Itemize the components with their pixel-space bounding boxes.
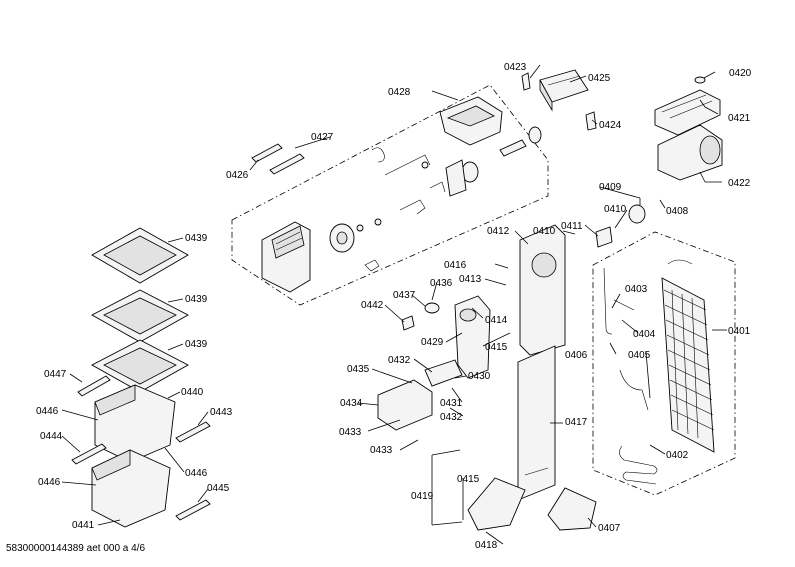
label-0446-c: 0446 [38, 477, 61, 488]
part-0407-tray [547, 487, 597, 531]
label-0411: 0411 [561, 221, 583, 232]
auger-parts [356, 126, 542, 272]
evaporator-group-outline [592, 231, 736, 496]
label-0439-a: 0439 [185, 233, 208, 244]
label-0431: 0431 [440, 398, 463, 409]
label-0443: 0443 [210, 407, 233, 418]
label-0423: 0423 [504, 62, 527, 73]
part-0427-rail [269, 153, 305, 175]
part-0423-clip [521, 72, 531, 91]
part-0437-cap [424, 302, 440, 314]
shelf-2 [91, 289, 189, 343]
label-0441: 0441 [72, 520, 95, 531]
label-0439-b: 0439 [185, 294, 208, 305]
label-0407: 0407 [598, 523, 621, 534]
label-0440: 0440 [181, 387, 204, 398]
part-labels: 0420 0421 0422 0425 0423 0424 0428 0427 … [36, 62, 752, 551]
label-0413: 0413 [459, 274, 482, 285]
label-0430: 0430 [468, 371, 491, 382]
label-0433-b: 0433 [370, 445, 393, 456]
label-0444: 0444 [40, 431, 63, 442]
part-0425-bracket [539, 69, 589, 112]
label-0432-a: 0432 [388, 355, 411, 366]
part-0426-rail [251, 143, 283, 163]
label-0442: 0442 [361, 300, 384, 311]
part-0422-icemaker-unit [657, 124, 723, 181]
label-0447: 0447 [44, 369, 67, 380]
label-0426: 0426 [226, 170, 249, 181]
part-0411-sensor [595, 226, 613, 248]
part-fan-motor [329, 223, 355, 253]
label-0435: 0435 [347, 364, 370, 375]
drawer-rails [71, 375, 211, 521]
label-0425: 0425 [588, 73, 611, 84]
label-0415-a: 0415 [485, 342, 508, 353]
label-0445: 0445 [207, 483, 230, 494]
label-0404: 0404 [633, 329, 656, 340]
label-0433-a: 0433 [339, 427, 362, 438]
label-0420: 0420 [729, 68, 752, 79]
label-0408: 0408 [666, 206, 689, 217]
part-0428-ice-bin [439, 96, 503, 146]
label-0446-b: 0446 [185, 468, 208, 479]
label-0414: 0414 [485, 315, 508, 326]
part-0442-clip [401, 315, 415, 331]
part-0409-fan [628, 204, 646, 224]
part-0421-icemaker-frame [654, 89, 721, 136]
label-0405: 0405 [628, 350, 651, 361]
label-0427: 0427 [311, 132, 334, 143]
label-0436: 0436 [430, 278, 453, 289]
part-0424-clip [585, 111, 597, 131]
evaporator-tubing [603, 259, 693, 411]
label-0406: 0406 [565, 350, 588, 361]
part-0412-rear-panel [519, 224, 566, 356]
label-0421: 0421 [728, 113, 751, 124]
label-0410-b: 0410 [533, 226, 556, 237]
drawer-lower [91, 449, 171, 528]
icemaker-group-outline [231, 84, 549, 306]
label-0412: 0412 [487, 226, 510, 237]
part-0420-nut [694, 76, 706, 84]
label-0410-a: 0410 [604, 204, 627, 215]
label-0418: 0418 [475, 540, 498, 551]
document-id: 58300000144389 aet 000 a 4/6 [6, 543, 146, 554]
shelf-3 [91, 339, 189, 393]
part-0418-tray [467, 477, 526, 531]
label-0409: 0409 [599, 182, 622, 193]
part-0417-back-panel [517, 345, 556, 501]
label-0401: 0401 [728, 326, 751, 337]
leader-lines [61, 64, 727, 545]
part-0402-defrost-heater [619, 445, 658, 485]
label-0419: 0419 [411, 491, 434, 502]
label-0422: 0422 [728, 178, 751, 189]
label-0403: 0403 [625, 284, 648, 295]
drawer-upper [94, 384, 176, 463]
shelf-1 [91, 227, 189, 284]
label-0429: 0429 [421, 337, 444, 348]
part-icemaker-housing [261, 221, 311, 293]
label-0424: 0424 [599, 120, 622, 131]
label-0432-b: 0432 [440, 412, 463, 423]
label-0428: 0428 [388, 87, 411, 98]
part-0434-trim [377, 379, 433, 431]
label-0417: 0417 [565, 417, 588, 428]
label-0402: 0402 [666, 450, 689, 461]
label-0434: 0434 [340, 398, 363, 409]
label-0437: 0437 [393, 290, 416, 301]
part-0431-bracket [424, 359, 463, 387]
label-0446-a: 0446 [36, 406, 59, 417]
part-0401-evaporator [661, 277, 715, 453]
label-0439-c: 0439 [185, 339, 208, 350]
label-0416: 0416 [444, 260, 467, 271]
label-0415-b: 0415 [457, 474, 480, 485]
